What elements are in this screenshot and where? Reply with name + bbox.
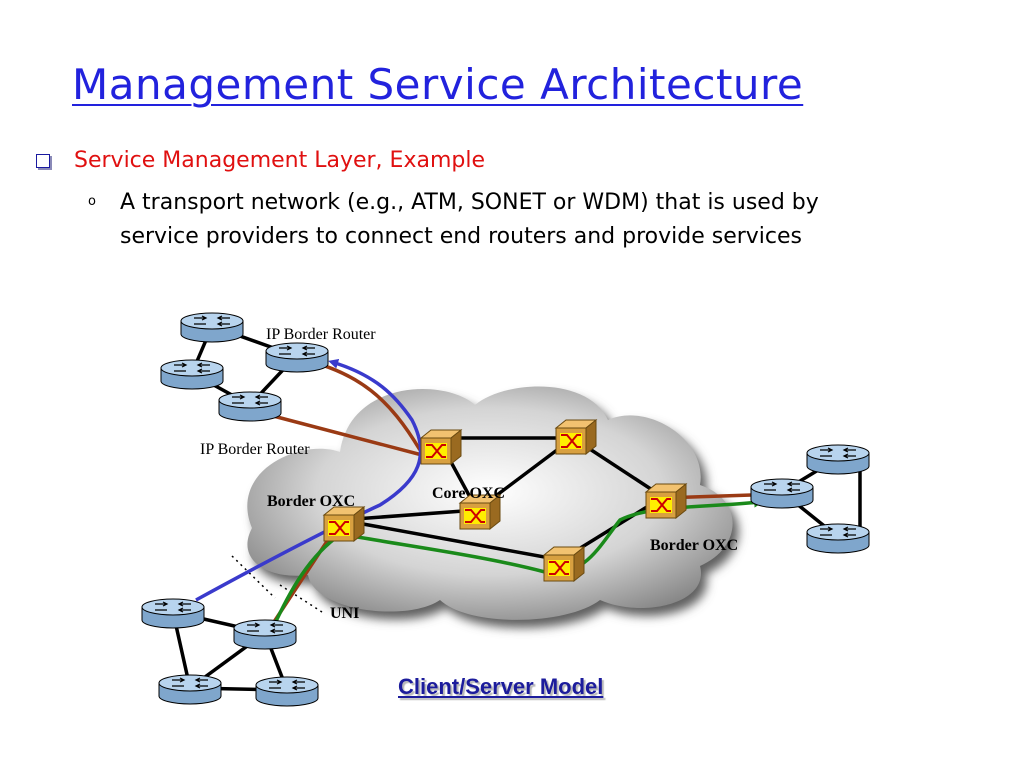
router-icon [265, 342, 329, 373]
sub-bullet-marker: o [88, 194, 96, 209]
router-icon [750, 478, 814, 509]
slide-title: Management Service Architecture [72, 60, 804, 109]
link [340, 518, 562, 562]
router-icon [160, 359, 224, 390]
sub-bullet-text: A transport network (e.g., ATM, SONET or… [120, 190, 819, 249]
oxc-switch-icon [543, 546, 585, 582]
square-bullet-icon [36, 153, 50, 168]
oxc-switch-icon [420, 429, 462, 465]
uni-dotted-line [279, 584, 323, 613]
oxc-switch-icon [323, 506, 365, 542]
label-border-oxc-left: Border OXC [267, 493, 355, 510]
oxc-switch-icon [645, 483, 687, 519]
router-icon [255, 676, 319, 707]
blue-lightpath [195, 358, 423, 602]
label-ip-border-router-top: IP Border Router [266, 326, 376, 343]
bullet-item: Service Management Layer, Example [36, 148, 485, 173]
router-icon [218, 391, 282, 422]
router-icon [158, 674, 222, 705]
access-link [257, 410, 423, 457]
router-icon [806, 523, 870, 554]
router-icon [180, 312, 244, 343]
oxc-switch-icon [555, 419, 597, 455]
diagram-caption: Client/Server Model [398, 674, 604, 699]
label-border-oxc-right: Border OXC [650, 537, 738, 554]
label-core-oxc: Core OXC [432, 485, 505, 502]
router-icon [806, 444, 870, 475]
router-icon [233, 619, 297, 650]
bullet-text: Service Management Layer, Example [74, 148, 485, 173]
uni-dotted-lines [231, 555, 323, 613]
router-icon [141, 598, 205, 629]
label-uni: UNI [330, 605, 359, 622]
label-ip-border-router-left: IP Border Router [200, 441, 310, 458]
sub-bullet-item: o A transport network (e.g., ATM, SONET … [88, 186, 878, 254]
uni-dotted-line [231, 555, 276, 599]
